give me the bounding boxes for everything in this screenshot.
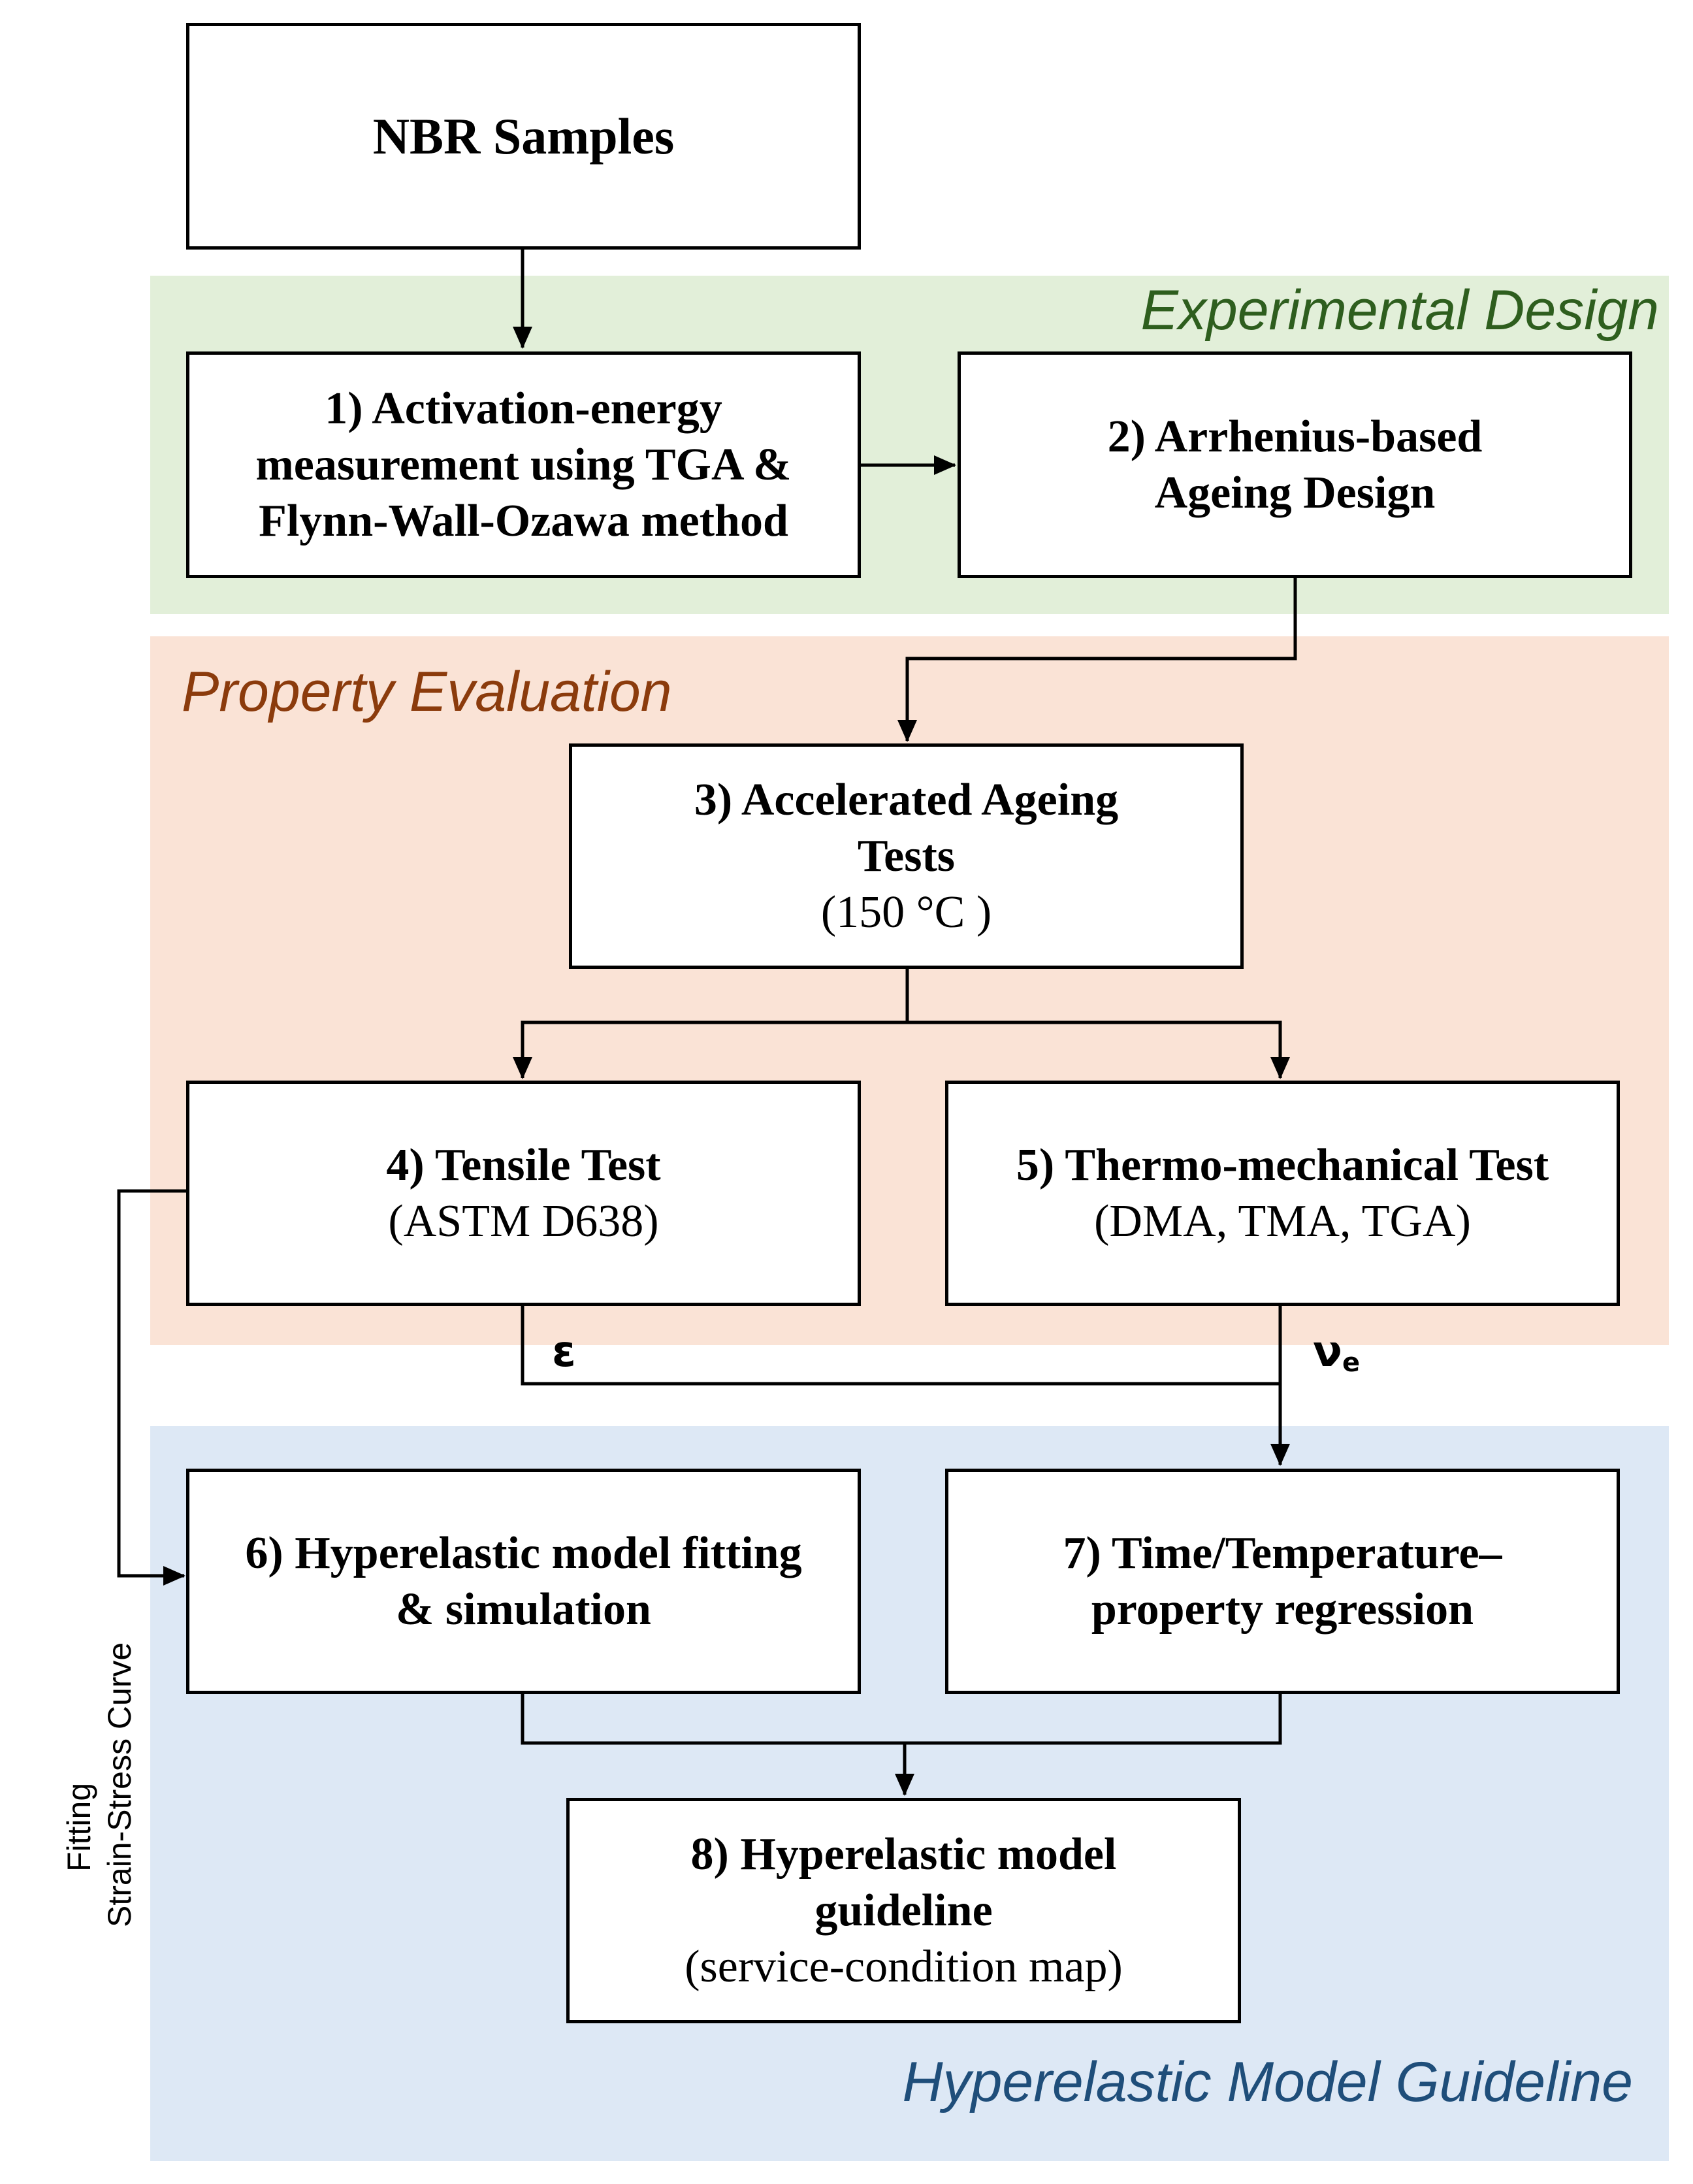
edge-split-to-n5 bbox=[907, 1020, 1290, 1079]
strain-symbol-text: ε bbox=[552, 1326, 576, 1377]
nbr-samples-box: NBR Samples bbox=[186, 23, 861, 250]
accelerated-ageing-box: 3) Accelerated Ageing Tests (150 °C ) bbox=[569, 743, 1244, 969]
hyperelastic-fitting-box: 6) Hyperelastic model fitting & simulati… bbox=[186, 1469, 861, 1694]
edge-split-to-n4 bbox=[513, 1020, 907, 1079]
n6-line2: & simulation bbox=[396, 1584, 651, 1635]
n3-sub: (150 °C ) bbox=[820, 887, 992, 937]
n1-line1: 1) Activation-energy bbox=[325, 383, 722, 434]
crosslink-density-symbol: νe bbox=[1313, 1326, 1360, 1378]
property-evaluation-label: Property Evaluation bbox=[182, 660, 672, 723]
n2-line2: Ageing Design bbox=[1154, 467, 1436, 518]
n3-line2: Tests bbox=[857, 830, 956, 881]
n1-line2: measurement using TGA & bbox=[255, 439, 792, 490]
hyperelastic-guideline-label: Hyperelastic Model Guideline bbox=[902, 2051, 1633, 2113]
strain-symbol: ε bbox=[552, 1326, 576, 1377]
thermo-mechanical-test-box: 5) Thermo-mechanical Test (DMA, TMA, TGA… bbox=[945, 1081, 1620, 1306]
n6-line1: 6) Hyperelastic model fitting bbox=[245, 1527, 802, 1578]
n8-sub: (service-condition map) bbox=[685, 1941, 1123, 1992]
n8-line2: guideline bbox=[814, 1885, 993, 1936]
n5-sub: (DMA, TMA, TGA) bbox=[1094, 1196, 1471, 1247]
n7-line2: property regression bbox=[1091, 1584, 1474, 1635]
activation-energy-box: 1) Activation-energy measurement using T… bbox=[186, 351, 861, 578]
n4-sub: (ASTM D638) bbox=[388, 1196, 659, 1247]
arrhenius-design-box: 2) Arrhenius-based Ageing Design bbox=[958, 351, 1632, 578]
side-label-line2: Strain-Stress Curve bbox=[101, 1642, 138, 1927]
n5-title: 5) Thermo-mechanical Test bbox=[1016, 1139, 1549, 1190]
crosslink-symbol-text: ν bbox=[1313, 1326, 1342, 1377]
n3-line1: 3) Accelerated Ageing bbox=[694, 774, 1119, 825]
experimental-design-label: Experimental Design bbox=[1140, 279, 1659, 342]
edge-n2-to-n3 bbox=[897, 576, 1297, 742]
nbr-samples-title: NBR Samples bbox=[372, 107, 675, 165]
side-label-line1: Fitting bbox=[61, 1783, 97, 1872]
regression-box: 7) Time/Temperature– property regression bbox=[945, 1469, 1620, 1694]
tensile-test-box: 4) Tensile Test (ASTM D638) bbox=[186, 1081, 861, 1306]
n8-line1: 8) Hyperelastic model bbox=[690, 1829, 1117, 1880]
edge-n6-merge bbox=[521, 1692, 1282, 1745]
n2-line1: 2) Arrhenius-based bbox=[1107, 411, 1483, 462]
edge-n4-to-n6 bbox=[117, 1189, 186, 1586]
edge-n4-to-n7 bbox=[521, 1303, 1280, 1386]
model-guideline-box: 8) Hyperelastic model guideline (service… bbox=[566, 1798, 1241, 2023]
fitting-side-label: Fitting Strain-Stress Curve bbox=[61, 1642, 138, 1927]
n4-title: 4) Tensile Test bbox=[386, 1139, 661, 1190]
n1-line3: Flynn-Wall-Ozawa method bbox=[259, 495, 788, 546]
crosslink-symbol-sub: e bbox=[1342, 1348, 1361, 1378]
n7-line1: 7) Time/Temperature– bbox=[1063, 1527, 1502, 1578]
